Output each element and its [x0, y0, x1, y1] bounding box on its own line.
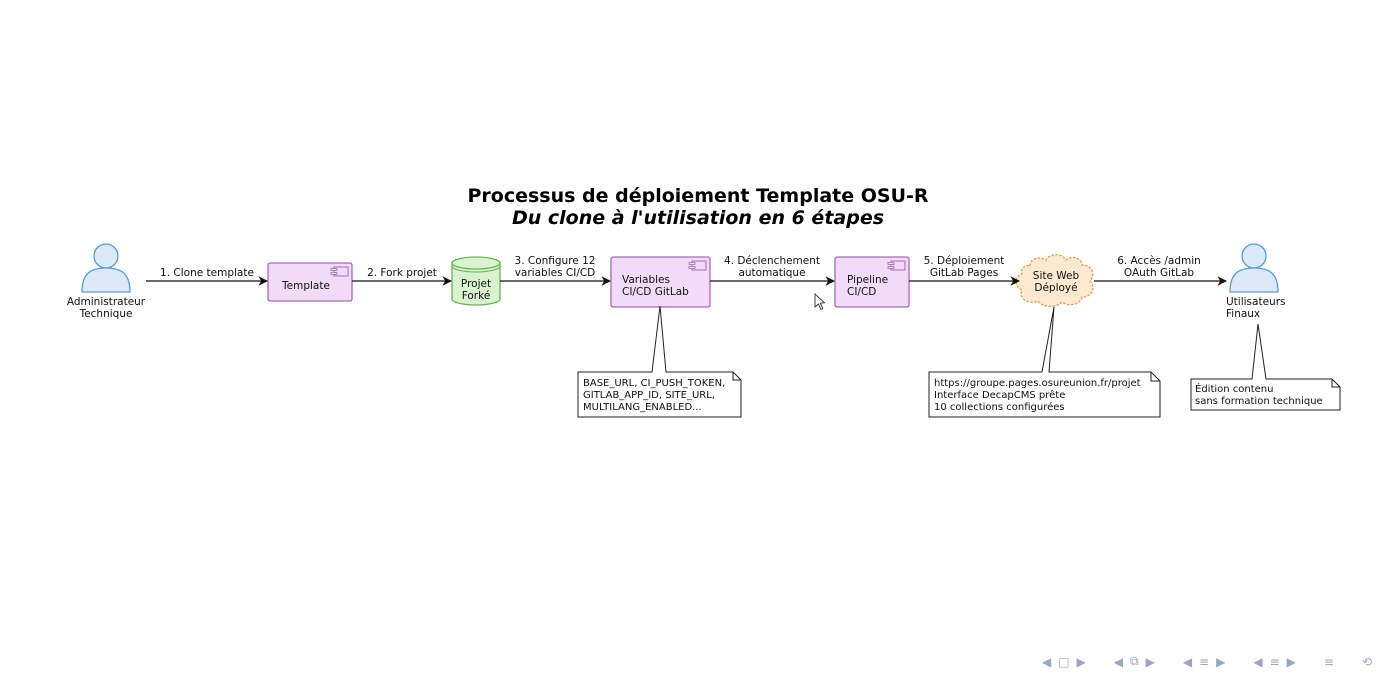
loop-icon[interactable]: ⟲	[1361, 654, 1372, 669]
text-line: Finaux	[1226, 308, 1260, 320]
text-line: 6. Accès /admin	[1117, 255, 1201, 267]
text-line: Utilisateurs	[1226, 296, 1285, 308]
site-note-text: https://groupe.pages.osureunion.fr/proje…	[934, 378, 1141, 413]
site-note: https://groupe.pages.osureunion.fr/proje…	[928, 306, 1161, 418]
frame-icon[interactable]: □	[1058, 654, 1070, 669]
variables-note-text: BASE_URL, CI_PUSH_TOKEN,GITLAB_APP_ID, S…	[583, 378, 725, 413]
text-line: GITLAB_APP_ID, SITE_URL,	[583, 390, 715, 401]
nav-left-arrow-icon[interactable]: ◀	[1182, 654, 1193, 669]
text-line: OAuth GitLab	[1124, 267, 1194, 279]
nav-left-arrow-icon[interactable]: ◀	[1253, 654, 1263, 669]
text-line: Variables	[622, 274, 670, 286]
component-icon	[887, 260, 906, 271]
align-icon[interactable]: ≡	[1323, 654, 1334, 669]
text-line: 10 collections configurées	[934, 401, 1065, 413]
nav-right-arrow-icon[interactable]: ▶	[1076, 654, 1086, 669]
diagram-title: Processus de déploiement Template OSU-R	[467, 185, 928, 207]
variables-note: BASE_URL, CI_PUSH_TOKEN,GITLAB_APP_ID, S…	[577, 305, 742, 418]
text-line: MULTILANG_ENABLED...	[583, 402, 702, 413]
person-icon	[1229, 243, 1279, 293]
text-line: CI/CD	[847, 286, 876, 298]
text-line: https://groupe.pages.osureunion.fr/proje…	[934, 378, 1141, 389]
text-line: 2. Fork projet	[367, 267, 437, 279]
nav-right-arrow-icon[interactable]: ▶	[1216, 654, 1226, 669]
person-icon	[81, 243, 131, 293]
text-line: BASE_URL, CI_PUSH_TOKEN,	[583, 378, 725, 389]
component-icon	[330, 266, 349, 277]
slide-navigation: ◀ □ ▶ ◀ ⧉ ▶ ◀ ≡ ▶ ◀ ≡ ▶ ≡ ⟲	[1040, 654, 1374, 669]
text-line: Technique	[79, 308, 133, 320]
text-line: Interface DecapCMS prête	[934, 389, 1065, 401]
text-line: variables CI/CD	[515, 267, 596, 279]
frames-icon[interactable]: ⧉	[1130, 654, 1139, 668]
text-line: Projet	[461, 278, 491, 290]
text-line: GitLab Pages	[930, 267, 998, 279]
text-line: CI/CD GitLab	[622, 286, 689, 298]
text-line: 1. Clone template	[160, 267, 254, 279]
text-line: sans formation technique	[1195, 396, 1323, 407]
cursor-icon	[814, 292, 826, 311]
subsection-icon[interactable]: ≡	[1199, 654, 1210, 669]
edge-fork-label: 2. Fork projet	[367, 267, 437, 279]
text-line: Pipeline	[847, 274, 888, 286]
section-icon[interactable]: ≡	[1269, 654, 1280, 669]
text-line: 5. Déploiement	[924, 255, 1005, 267]
nav-right-arrow-icon[interactable]: ▶	[1145, 654, 1155, 669]
nav-right-arrow-icon[interactable]: ▶	[1286, 654, 1296, 669]
edge-clone-label: 1. Clone template	[160, 267, 254, 279]
text-line: Administrateur	[67, 296, 146, 308]
text-line: Site Web	[1033, 270, 1080, 282]
template-label: Template	[281, 280, 330, 292]
text-line: 4. Déclenchement	[724, 255, 820, 267]
text-line: Forké	[462, 290, 491, 302]
nav-left-arrow-icon[interactable]: ◀	[1041, 654, 1052, 669]
text-line: automatique	[738, 267, 805, 279]
text-line: 3. Configure 12	[515, 255, 596, 267]
diagram-subtitle: Du clone à l'utilisation en 6 étapes	[512, 207, 884, 229]
text-line: Déployé	[1034, 282, 1077, 294]
database-icon	[451, 256, 501, 306]
text-line: Template	[281, 280, 330, 292]
component-icon	[688, 260, 707, 271]
nav-left-arrow-icon[interactable]: ◀	[1113, 654, 1123, 669]
template-node: Template	[267, 262, 353, 302]
text-line: Édition contenu	[1195, 382, 1273, 395]
